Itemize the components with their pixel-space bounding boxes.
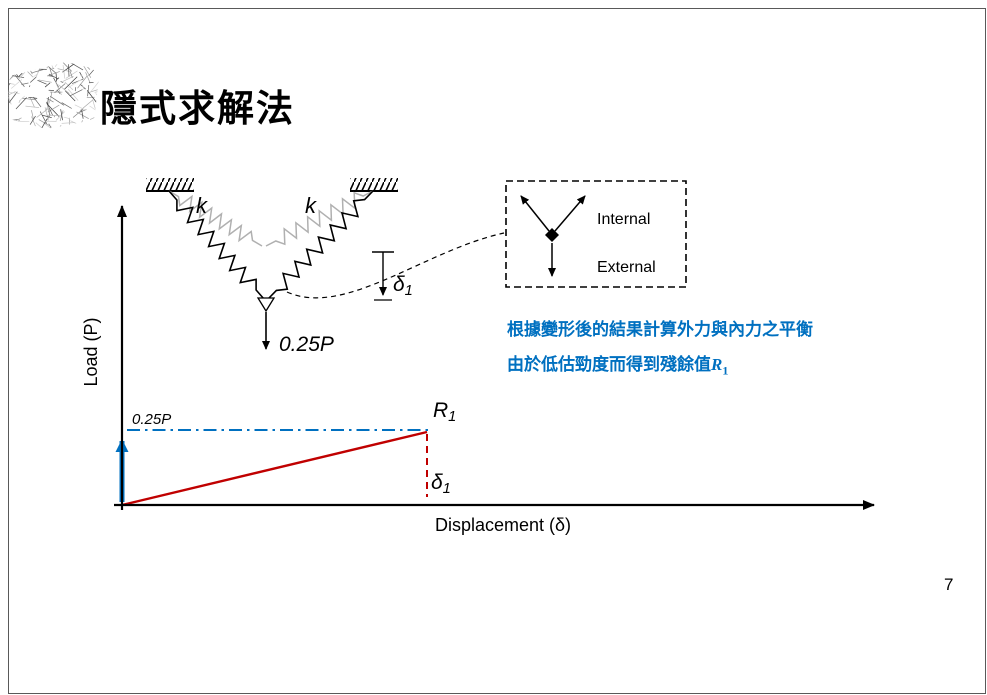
displacement1-label: δ1 <box>431 471 451 497</box>
page-number: 7 <box>944 575 953 595</box>
spring-stiffness-label-left: k <box>196 193 208 218</box>
applied-load-label: 0.25P <box>279 333 334 356</box>
external-label: External <box>597 259 656 276</box>
internal-force-arrow-left-icon <box>521 196 549 231</box>
annotation-text: 根據變形後的結果計算外力與內力之平衡 由於低估勁度而得到殘餘值R1 <box>507 321 813 394</box>
delta1-dimension-label: δ1 <box>393 273 413 299</box>
left-support <box>146 178 194 191</box>
x-axis-label: Displacement (δ) <box>435 515 571 535</box>
target-load-label: 0.25P <box>132 411 171 428</box>
vertex-node <box>258 298 274 311</box>
residual-label: R1 <box>433 399 456 425</box>
spring-stiffness-label-right: k <box>305 193 317 218</box>
force-legend-box: Internal External <box>506 181 686 287</box>
internal-label: Internal <box>597 211 650 228</box>
internal-force-arrow-right-icon <box>555 196 585 231</box>
stiffness-prediction-line <box>122 432 427 505</box>
right-support <box>350 178 398 191</box>
y-axis-label: Load (P) <box>81 317 101 386</box>
node-icon <box>545 228 559 242</box>
annotation-line2: 由於低估勁度而得到殘餘值R1 <box>507 356 813 376</box>
annotation-line1: 根據變形後的結果計算外力與內力之平衡 <box>507 321 813 338</box>
spring-system-diagram: k k 0.25P δ1 <box>146 178 504 356</box>
